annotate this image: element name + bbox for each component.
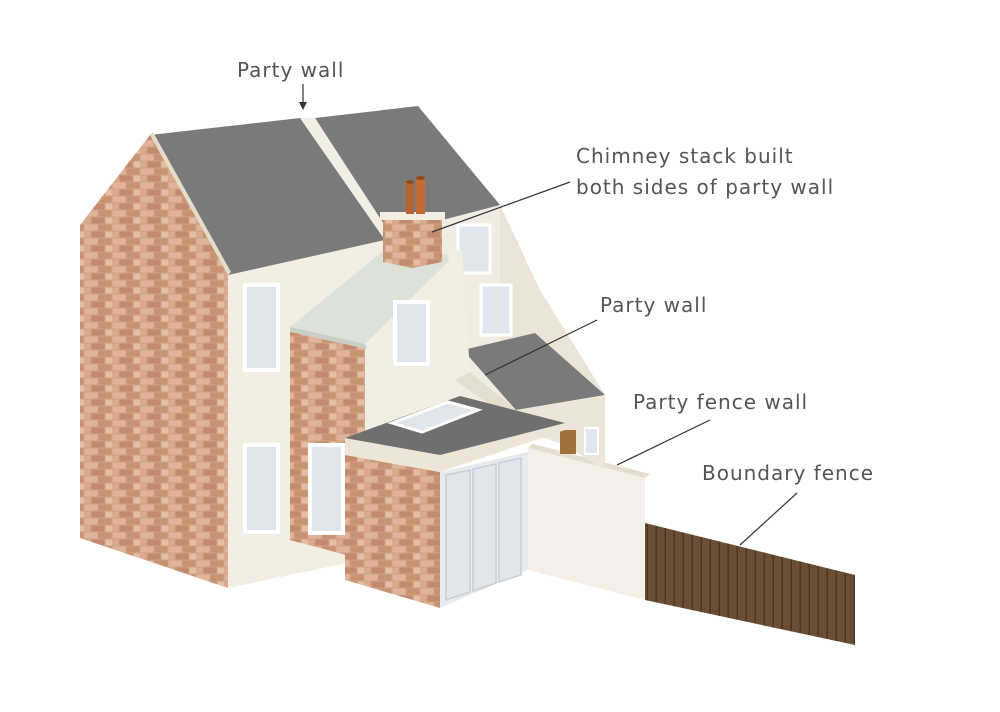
rear-wing-roof <box>290 252 455 344</box>
main-window-upper <box>243 283 280 372</box>
extension-flat-roof <box>345 396 565 455</box>
leader-party-fence-wall <box>616 419 711 466</box>
bifold-door-3 <box>498 457 522 584</box>
roof-lantern <box>387 400 483 434</box>
party-fence-wall-front <box>528 448 645 600</box>
leader-chimney <box>431 181 571 233</box>
neighbour-door <box>560 430 576 454</box>
neighbour-small-window <box>584 427 599 455</box>
party-wall-between-wings-shade <box>455 372 516 416</box>
chimney-pot-right-top <box>416 176 425 180</box>
rear-wing-roof-edge <box>290 327 367 349</box>
rear-wing-window <box>393 300 430 366</box>
extension-side-wall <box>345 455 440 608</box>
party-wall-parapet <box>300 118 393 240</box>
chimney-pot-right <box>416 178 425 214</box>
label-party-wall-top: Party wall <box>237 58 345 82</box>
leader-party-wall-mid <box>484 319 598 376</box>
arrowhead-party-wall-top <box>299 102 307 110</box>
label-party-fence-wall: Party fence wall <box>633 390 809 414</box>
neighbour-main-roof <box>315 106 500 235</box>
extension-roof-fascia <box>345 423 565 472</box>
bifold-door-1 <box>445 469 471 602</box>
label-party-wall-mid: Party wall <box>600 293 708 317</box>
label-boundary-fence: Boundary fence <box>702 461 874 485</box>
neighbour-window-rear <box>479 283 513 337</box>
main-window-lower <box>243 443 280 534</box>
leader-boundary-fence <box>739 492 798 546</box>
neighbour-window-upper <box>456 223 492 275</box>
chimney-pot-left-top <box>406 180 414 184</box>
chimney-pot-left <box>406 182 414 214</box>
chimney-stack <box>383 218 442 268</box>
label-chimney-stack-line2: both sides of party wall <box>576 175 835 199</box>
main-gable-wall <box>80 135 228 588</box>
party-fence-wall-top <box>528 444 650 478</box>
boundary-fence <box>645 523 855 645</box>
gable-verge <box>150 132 231 275</box>
party-wall-between-wings <box>448 250 516 416</box>
bifold-door-2 <box>472 463 497 593</box>
neighbour-extension-roof <box>463 333 605 410</box>
rear-wing-window-lower <box>308 443 345 535</box>
chimney-cap <box>380 212 445 220</box>
label-chimney-stack-line1: Chimney stack built <box>576 144 794 168</box>
